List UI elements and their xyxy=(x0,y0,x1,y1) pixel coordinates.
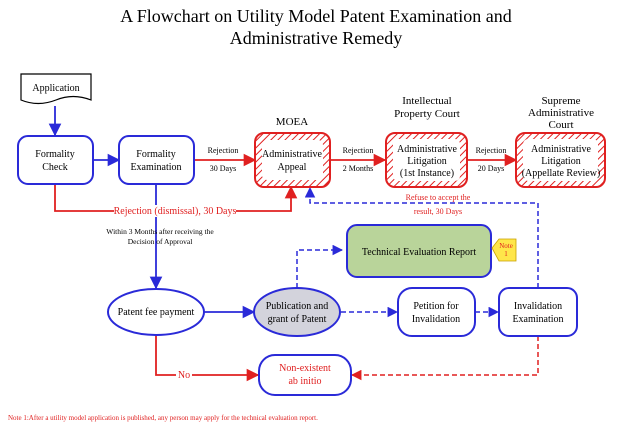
node-application: Application xyxy=(20,73,92,105)
publication-line-1: Publication and xyxy=(266,301,329,312)
header-moea: MOEA xyxy=(276,116,308,128)
invalidation-line-2: Examination xyxy=(512,314,563,325)
label-no: No xyxy=(178,370,190,381)
node-publication-grant: Publication and grant of Patent xyxy=(253,287,341,337)
label-rejection-20-line-2: 20 Days xyxy=(478,164,504,173)
header-supreme-line-1: Supreme xyxy=(541,95,580,107)
label-rejection-20-line-1: Rejection xyxy=(476,146,507,155)
header-ip-court-line-2: Property Court xyxy=(394,108,460,120)
admin-appeal-line-1: Administrative xyxy=(262,149,323,160)
node-formality-check: Formality Check xyxy=(17,135,94,185)
label-rejection-30-line-2: 30 Days xyxy=(210,164,236,173)
node-non-existent: Non-existent ab initio xyxy=(258,354,352,396)
footnote: Note 1:After a utility model application… xyxy=(8,414,318,422)
non-existent-line-2: ab initio xyxy=(288,376,321,387)
node-technical-evaluation-report: Technical Evaluation Report xyxy=(346,224,492,278)
header-supreme-line-3: Court xyxy=(548,119,573,131)
litigation2-line-1: Administrative xyxy=(531,144,592,155)
edge-invalidation-to-appeal xyxy=(304,186,539,288)
title-line-1: A Flowchart on Utility Model Patent Exam… xyxy=(120,6,511,26)
litigation1-line-3: (1st Instance) xyxy=(400,168,454,179)
label-refuse-line-2: result, 30 Days xyxy=(414,207,462,216)
petition-line-1: Petition for xyxy=(413,301,459,312)
label-within-3-months-line-2: Decision of Approval xyxy=(128,237,193,246)
title-line-2: Administrative Remedy xyxy=(230,28,402,48)
edge-fee-to-nonexistent xyxy=(155,336,260,382)
petition-line-2: Invalidation xyxy=(412,314,460,325)
label-rejection-dismissal: Rejection (dismissal), 30 Days xyxy=(114,206,237,217)
label-rejection-2m-line-2: 2 Months xyxy=(343,164,373,173)
publication-line-2: grant of Patent xyxy=(268,314,327,325)
label-rejection-2m-line-1: Rejection xyxy=(343,146,374,155)
litigation1-line-2: Litigation xyxy=(407,156,446,167)
application-label: Application xyxy=(32,83,79,94)
header-supreme-line-2: Administrative xyxy=(528,107,594,119)
tech-eval-label: Technical Evaluation Report xyxy=(362,247,476,258)
edge-invalidation-to-nonexistent xyxy=(350,336,539,381)
node-patent-fee-payment: Patent fee payment xyxy=(107,288,205,336)
litigation1-line-1: Administrative xyxy=(397,144,458,155)
note-1-tag: Note 1 xyxy=(491,238,517,262)
node-litigation-first-instance: Administrative Litigation (1st Instance) xyxy=(385,132,468,188)
dismissal-label-bg xyxy=(114,205,236,217)
label-refuse-line-1: Refuse to accept the xyxy=(406,193,471,202)
node-litigation-appellate: Administrative Litigation (Appellate Rev… xyxy=(515,132,606,188)
note-tag-line-1: Note xyxy=(499,242,513,250)
formality-check-line-2: Check xyxy=(42,162,68,173)
non-existent-line-1: Non-existent xyxy=(279,363,331,374)
no-label-bg xyxy=(176,369,192,380)
node-administrative-appeal: Administrative Appeal xyxy=(254,132,331,188)
label-within-3-months-line-1: Within 3 Months after receiving the xyxy=(106,227,214,236)
formality-exam-line-1: Formality xyxy=(136,149,175,160)
header-ip-court-line-1: Intellectual xyxy=(402,95,451,107)
litigation2-line-2: Litigation xyxy=(541,156,580,167)
formality-check-line-1: Formality xyxy=(35,149,74,160)
formality-exam-line-2: Examination xyxy=(130,162,181,173)
litigation2-line-3: (Appellate Review) xyxy=(522,168,601,179)
edge-publication-to-tech-eval xyxy=(296,244,344,288)
invalidation-line-1: Invalidation xyxy=(514,301,562,312)
patent-fee-label: Patent fee payment xyxy=(118,307,195,318)
admin-appeal-line-2: Appeal xyxy=(278,162,307,173)
node-petition-invalidation: Petition for Invalidation xyxy=(397,287,476,337)
node-invalidation-examination: Invalidation Examination xyxy=(498,287,578,337)
label-rejection-30-line-1: Rejection xyxy=(208,146,239,155)
node-formality-examination: Formality Examination xyxy=(118,135,195,185)
note-tag-line-2: 1 xyxy=(504,250,508,258)
